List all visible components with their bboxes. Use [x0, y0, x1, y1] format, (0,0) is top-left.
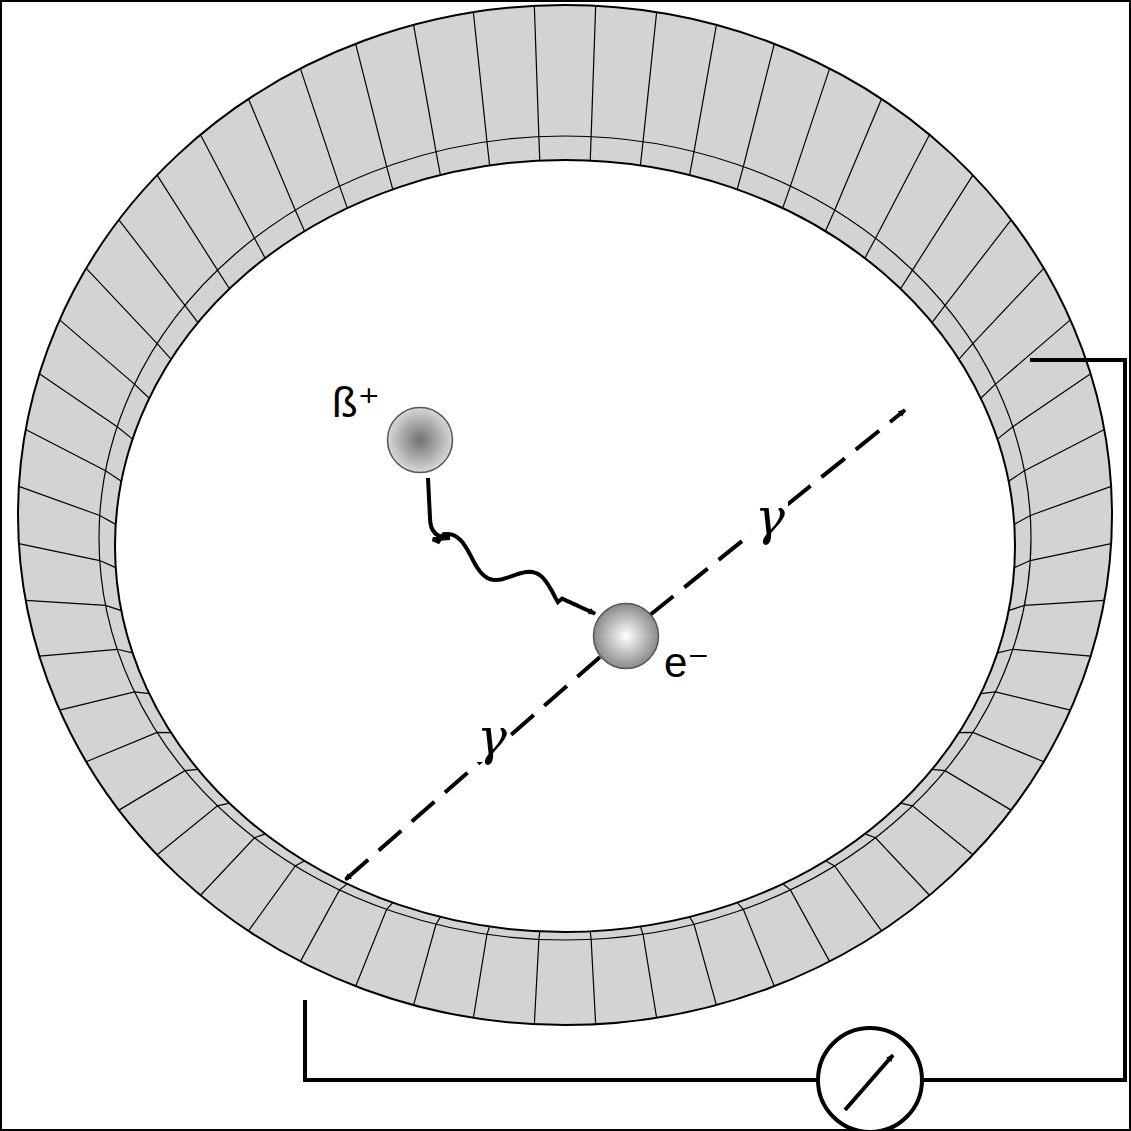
- detector-segment: [932, 769, 1011, 810]
- detector-segment: [356, 903, 393, 987]
- detector-segment: [737, 903, 774, 987]
- detector-segment: [86, 732, 171, 761]
- detector-segment: [783, 884, 830, 962]
- detector-segment: [356, 44, 393, 190]
- detector-segment: [473, 12, 489, 165]
- detector-segment: [157, 803, 229, 855]
- detector-segment: [981, 692, 1071, 710]
- detector-segment: [997, 374, 1090, 439]
- detector-segment: [414, 25, 441, 175]
- detector-segment: [39, 374, 132, 439]
- detector-segment: [473, 927, 489, 1018]
- particle-shape: [386, 406, 454, 474]
- detector-segment: [590, 6, 595, 161]
- detector-segment: [690, 25, 717, 175]
- particle-label: e⁻: [664, 642, 710, 684]
- detector-segment: [300, 69, 347, 209]
- detector-segment: [534, 931, 539, 1024]
- detector-segment: [640, 927, 656, 1018]
- detector-segment: [26, 600, 122, 610]
- detector-segment: [1009, 600, 1105, 610]
- detector-segment: [690, 917, 717, 1005]
- detector-ring: [18, 5, 1112, 1025]
- detector-segment: [997, 649, 1090, 656]
- detector-segment: [19, 486, 116, 524]
- detector-segment: [865, 135, 930, 258]
- particle-label: ß⁺: [332, 382, 380, 424]
- detector-segment: [590, 931, 595, 1024]
- ring-body: [18, 5, 1112, 1025]
- detector-segment: [60, 320, 150, 398]
- detector-segment: [534, 6, 539, 161]
- ring-lip: [99, 136, 1031, 940]
- detector-segment: [783, 69, 830, 209]
- detector-segment: [201, 135, 266, 258]
- meter-wire: [305, 360, 1125, 1080]
- detector-segment: [86, 268, 171, 359]
- particle-circle: ß⁺: [386, 406, 454, 474]
- particle-circle: e⁻: [592, 602, 660, 670]
- detector-segment: [959, 732, 1044, 761]
- gamma-label: γ: [474, 712, 510, 762]
- detector-segment: [825, 861, 881, 931]
- detector-segment: [414, 917, 441, 1005]
- detector-segment: [119, 769, 198, 810]
- detector-segment: [825, 99, 881, 231]
- detector-segment: [1014, 486, 1111, 524]
- detector-segment: [932, 220, 1011, 323]
- interaction-arrow: [428, 478, 595, 614]
- gamma-label: γ: [752, 492, 788, 542]
- detector-segment: [300, 884, 347, 962]
- gamma-rays: [345, 410, 905, 880]
- detector-segment: [39, 649, 132, 656]
- meter-symbol: [818, 1028, 922, 1131]
- detector-segment: [865, 834, 930, 895]
- detector-segment: [157, 175, 229, 289]
- detector-segment: [60, 692, 150, 710]
- detector-segment: [26, 430, 122, 482]
- detector-segment: [201, 834, 266, 895]
- detector-segment: [640, 12, 656, 165]
- detector-segment: [901, 803, 973, 855]
- detector-segment: [1014, 544, 1111, 568]
- detector-segment: [19, 544, 116, 568]
- detector-segment: [737, 44, 774, 190]
- detector-segment: [119, 220, 198, 323]
- detector-segment: [248, 99, 304, 231]
- particle-shape: [592, 602, 660, 670]
- detector-segment: [959, 268, 1044, 359]
- detector-segment: [1009, 430, 1105, 482]
- detector-segment: [901, 175, 973, 289]
- detector-segment: [248, 861, 304, 931]
